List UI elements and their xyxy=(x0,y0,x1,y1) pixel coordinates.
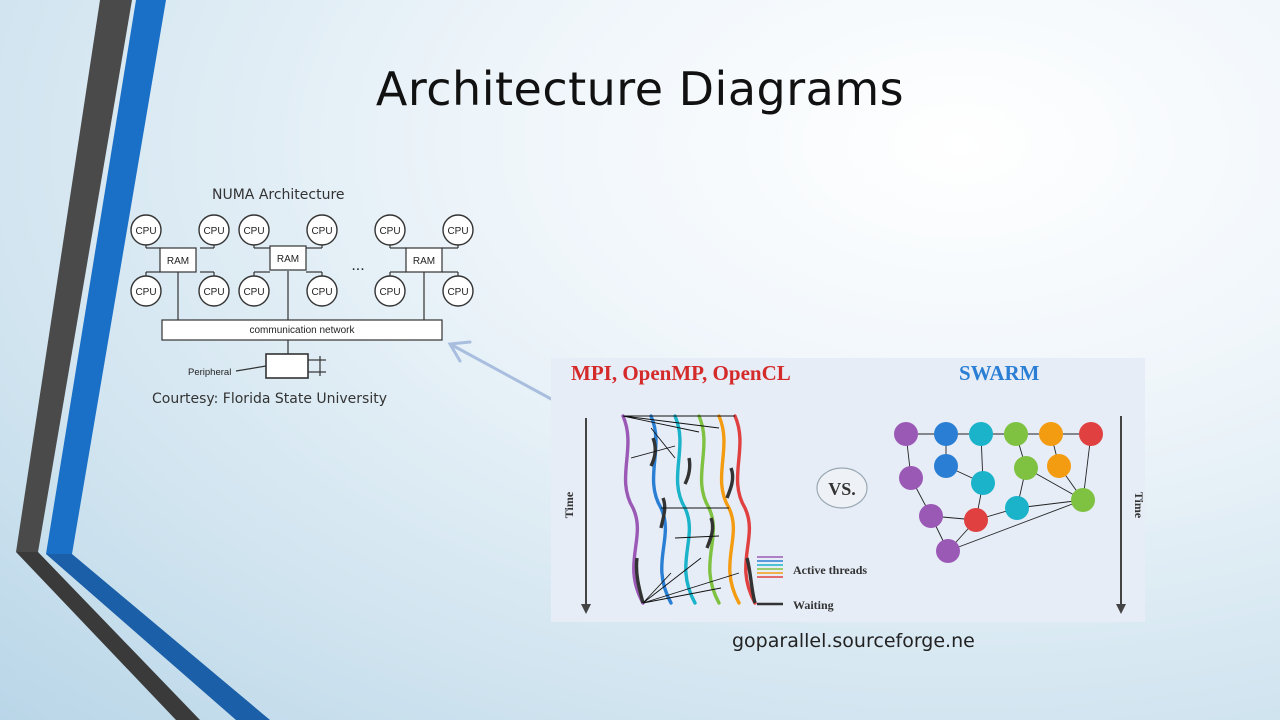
cpu-label: CPU xyxy=(243,226,264,237)
legend-active-swatch xyxy=(757,556,783,578)
ram-label: RAM xyxy=(413,256,435,267)
cpu-label: CPU xyxy=(379,226,400,237)
ram-label: RAM xyxy=(167,256,189,267)
cpu-label: CPU xyxy=(135,287,156,298)
cpu-label: CPU xyxy=(447,287,468,298)
task-graph-nodes xyxy=(894,422,1103,563)
mpi-heading: MPI, OpenMP, OpenCL xyxy=(571,361,791,385)
cpu-label: CPU xyxy=(135,226,156,237)
cpu-label: CPU xyxy=(379,287,400,298)
numa-node-1 xyxy=(145,230,215,320)
ram-label: RAM xyxy=(277,254,299,265)
network-label: communication network xyxy=(249,325,355,336)
swarm-heading: SWARM xyxy=(959,361,1040,385)
cpu-label: CPU xyxy=(243,287,264,298)
thread-waves xyxy=(621,414,757,605)
cpu-label: CPU xyxy=(311,287,332,298)
thread-arrows xyxy=(622,415,740,604)
legend-waiting-label: Waiting xyxy=(793,598,834,612)
numa-node-3 xyxy=(389,230,459,320)
numa-caption: NUMA Architecture xyxy=(212,187,345,203)
time-label-left: Time xyxy=(562,491,576,518)
cpu-label: CPU xyxy=(203,226,224,237)
numa-ellipsis: ... xyxy=(351,257,364,274)
vs-label: VS. xyxy=(828,479,856,499)
numa-node-2 xyxy=(253,230,323,320)
waiting-segments xyxy=(634,437,757,604)
numa-diagram: CPU CPU CPU CPU CPU CPU CPU CPU CPU CPU … xyxy=(130,214,474,379)
task-graph-edges xyxy=(905,433,1092,552)
swarm-credit: goparallel.sourceforge.ne xyxy=(732,630,975,652)
time-label-right: Time xyxy=(1132,492,1145,519)
cpu-label: CPU xyxy=(311,226,332,237)
peripheral-label: Peripheral xyxy=(188,367,231,378)
slide-title: Architecture Diagrams xyxy=(375,62,905,116)
cpu-label: CPU xyxy=(203,287,224,298)
swarm-comparison-figure: MPI, OpenMP, OpenCL SWARM Time Time xyxy=(551,358,1146,622)
numa-credit: Courtesy: Florida State University xyxy=(152,391,387,407)
legend-active-label: Active threads xyxy=(793,563,867,577)
cpu-label: CPU xyxy=(447,226,468,237)
